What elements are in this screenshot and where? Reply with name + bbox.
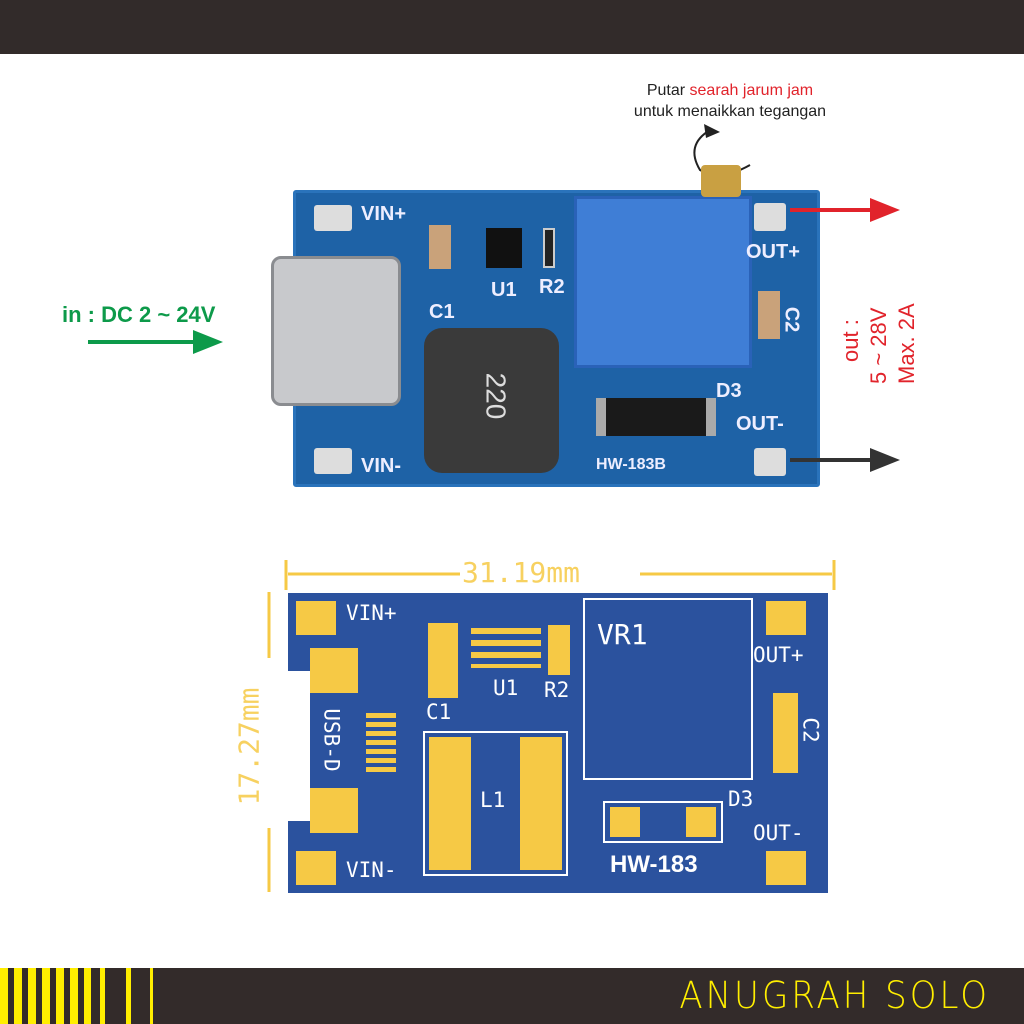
silk-u1: U1 (491, 279, 517, 301)
output-label-3: Max. 2A (894, 303, 919, 384)
pad-d3-a (610, 807, 640, 837)
label-vr1: VR1 (597, 618, 648, 651)
label-c1: C1 (426, 700, 452, 724)
pad-u1 (471, 628, 541, 668)
label-l1: L1 (480, 788, 506, 812)
output-label: out : 5 ~ 28V Max. 2A (832, 280, 932, 390)
output-label-1: out : (838, 319, 863, 362)
vin-minus-pad (314, 448, 352, 474)
pad-l1-right (520, 737, 562, 870)
label-out-minus: OUT- (753, 821, 804, 845)
silk-out-plus: OUT+ (746, 241, 800, 263)
silk-model: HW-183B (596, 456, 666, 473)
pad-l1-left (429, 737, 471, 870)
top-bar (0, 0, 1024, 54)
adjust-screw (701, 165, 741, 197)
hint-highlight: searah jarum jam (689, 82, 814, 99)
silk-d3: D3 (716, 380, 742, 402)
capacitor-c2 (758, 291, 780, 339)
outline-vr1: VR1 (583, 598, 753, 780)
boost-converter-photo: VIN+ VIN- C1 U1 R2 220 D3 HW-183B OUT+ O… (271, 165, 820, 487)
usb-c-connector (271, 256, 401, 406)
pad-out-minus (766, 851, 806, 885)
vin-plus-pad (314, 205, 352, 231)
output-label-2: 5 ~ 28V (866, 307, 891, 384)
silk-vin-minus: VIN- (361, 455, 401, 477)
pad-usb-top (310, 648, 358, 693)
inductor-marking: 220 (480, 372, 512, 420)
width-dimension-line (284, 560, 836, 590)
label-vin-plus: VIN+ (346, 601, 397, 625)
label-out-plus: OUT+ (753, 643, 804, 667)
pad-vin-plus (296, 601, 336, 635)
silk-c2: C2 (780, 306, 803, 333)
pad-vin-minus (296, 851, 336, 885)
outline-l1: L1 (423, 731, 568, 876)
pad-d3-k (686, 807, 716, 837)
potentiometer (574, 196, 752, 368)
input-arrow-icon (88, 330, 223, 354)
diode-d3 (596, 398, 716, 436)
height-dimension-line (267, 592, 271, 892)
resistor-r2 (543, 228, 555, 268)
inductor-l1: 220 (424, 328, 559, 473)
pad-c1 (428, 623, 458, 698)
pad-c2 (773, 693, 798, 773)
hint-prefix: Putar (646, 82, 690, 99)
usb-cutout (288, 671, 310, 821)
label-u1: U1 (493, 676, 519, 700)
pcb-layout-drawing: VIN+ VIN- USB-D C1 U1 R2 L1 VR1 OUT+ OUT… (288, 593, 828, 893)
pad-usb-bottom (310, 788, 358, 833)
pad-r2 (548, 625, 570, 675)
output-negative-arrow-icon (790, 448, 900, 472)
silk-vin-plus: VIN+ (361, 203, 407, 225)
output-positive-arrow-icon (790, 198, 900, 222)
hint-line2: untuk menaikkan tegangan (633, 103, 827, 120)
brand-logo: ANUGRAH SOLO (679, 974, 990, 1018)
label-r2: R2 (544, 678, 570, 702)
label-usb: USB-D (319, 708, 344, 772)
out-plus-pad (754, 203, 786, 231)
label-d3: D3 (728, 787, 754, 811)
outline-d3 (603, 801, 723, 843)
chip-u1 (486, 228, 522, 268)
label-model: HW-183 (610, 851, 698, 878)
adjust-hint: Putar searah jarum jam untuk menaikkan t… (590, 80, 870, 122)
bottom-bar (0, 968, 1024, 1024)
pad-out-plus (766, 601, 806, 635)
silk-out-minus: OUT- (736, 413, 784, 435)
label-c2: C2 (798, 717, 823, 743)
usb-pins (366, 713, 396, 773)
silk-r2: R2 (539, 276, 565, 298)
out-minus-pad (754, 448, 786, 476)
capacitor-c1 (429, 225, 451, 269)
dimension-width: 31.19mm (462, 556, 581, 589)
input-label: in : DC 2 ~ 24V (62, 302, 216, 327)
silk-c1: C1 (429, 301, 455, 323)
label-vin-minus: VIN- (346, 858, 397, 882)
